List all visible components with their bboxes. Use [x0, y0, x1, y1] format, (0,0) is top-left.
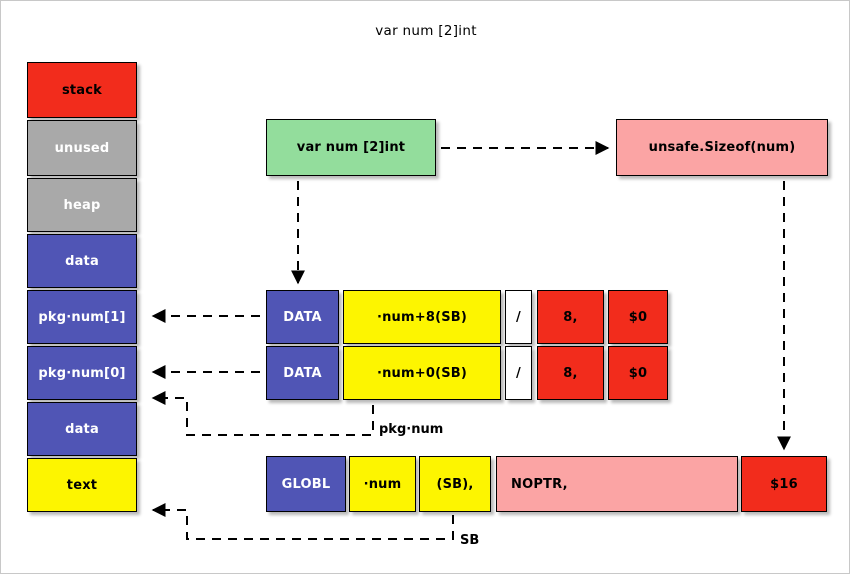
- unsafe-sizeof-label: unsafe.Sizeof(num): [648, 140, 796, 155]
- globl-row-base: (SB),: [419, 456, 491, 512]
- cell-label: ·num: [363, 476, 402, 492]
- connector-label-pkg-num: pkg·num: [379, 422, 444, 437]
- data-row-high-symbol: ·num+8(SB): [343, 290, 501, 344]
- globl-row-size: $16: [741, 456, 827, 512]
- globl-row-symbol: ·num: [349, 456, 416, 512]
- cell-label: ·num+8(SB): [376, 309, 468, 325]
- cell-label: ·num+0(SB): [376, 365, 468, 381]
- memory-segment-data-lower: data: [27, 402, 137, 456]
- memory-segment-label: pkg·num[1]: [38, 309, 126, 325]
- memory-segment-label: pkg·num[0]: [38, 365, 126, 381]
- cell-label: /: [516, 309, 521, 325]
- go-declaration-box: var num [2]int: [266, 119, 436, 176]
- cell-label: $0: [628, 309, 648, 325]
- memory-segment-pkg-num-1: pkg·num[1]: [27, 290, 137, 344]
- cell-label: $16: [770, 476, 798, 492]
- diagram-title: var num [2]int: [375, 23, 477, 39]
- data-row-low-value: $0: [608, 346, 668, 400]
- data-row-high-separator: /: [505, 290, 532, 344]
- memory-segment-heap: heap: [27, 178, 137, 232]
- connector-label-sb: SB: [460, 533, 480, 548]
- cell-label: NOPTR,: [511, 476, 568, 492]
- data-row-low-symbol: ·num+0(SB): [343, 346, 501, 400]
- cell-label: GLOBL: [281, 476, 331, 492]
- go-declaration-label: var num [2]int: [296, 140, 406, 155]
- cell-label: /: [516, 365, 521, 381]
- unsafe-sizeof-box: unsafe.Sizeof(num): [616, 119, 828, 176]
- cell-label: (SB),: [436, 476, 474, 492]
- memory-segment-text: text: [27, 458, 137, 512]
- connector-pkg-num-path: [151, 391, 374, 436]
- cell-label: $0: [628, 365, 648, 381]
- globl-row-mnemonic: GLOBL: [266, 456, 346, 512]
- globl-row-flags: NOPTR,: [496, 456, 738, 512]
- memory-segment-label: data: [65, 253, 99, 269]
- memory-segment-data-upper: data: [27, 234, 137, 288]
- data-row-high-size: 8,: [537, 290, 604, 344]
- memory-segment-stack: stack: [27, 62, 137, 118]
- data-row-low-mnemonic: DATA: [266, 346, 339, 400]
- cell-label: DATA: [283, 309, 322, 325]
- memory-segment-unused: unused: [27, 120, 137, 176]
- memory-segment-pkg-num-0: pkg·num[0]: [27, 346, 137, 400]
- memory-segment-label: heap: [63, 197, 101, 213]
- cell-label: 8,: [563, 365, 578, 381]
- memory-segment-label: text: [66, 477, 98, 493]
- memory-segment-label: data: [65, 421, 99, 437]
- memory-segment-label: stack: [61, 82, 103, 98]
- cell-label: 8,: [563, 309, 578, 325]
- data-row-high-value: $0: [608, 290, 668, 344]
- data-row-low-separator: /: [505, 346, 532, 400]
- cell-label: DATA: [283, 365, 322, 381]
- data-row-low-size: 8,: [537, 346, 604, 400]
- connector-sb-path: [151, 503, 454, 540]
- memory-segment-label: unused: [54, 140, 110, 156]
- data-row-high-mnemonic: DATA: [266, 290, 339, 344]
